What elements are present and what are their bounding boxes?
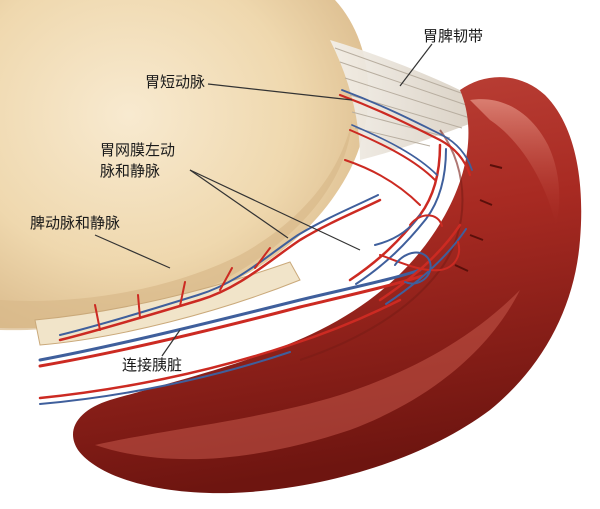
label-short-gastric-artery: 胃短动脉	[145, 73, 206, 91]
label-gastrosplenic-ligament: 胃脾韧带	[423, 27, 484, 45]
label-gastroepiploic-line2: 脉和静脉	[100, 162, 161, 180]
leader-gastroepiploic-a	[189, 169, 289, 239]
stomach-shape	[0, 0, 369, 346]
leader-splenic-vessels	[94, 234, 171, 269]
leader-ligament	[399, 43, 433, 87]
leader-lines	[94, 43, 433, 357]
blood-vessels	[38, 89, 473, 405]
ligament-shape	[330, 40, 480, 160]
leader-short-gastric	[207, 83, 353, 101]
leader-pancreas	[161, 329, 181, 357]
label-gastroepiploic-line1: 胃网膜左动	[100, 141, 176, 159]
label-pancreas-connection: 连接胰脏	[122, 356, 183, 374]
label-splenic-vessels: 脾动脉和静脉	[30, 214, 121, 232]
leader-gastroepiploic-b	[189, 169, 361, 251]
